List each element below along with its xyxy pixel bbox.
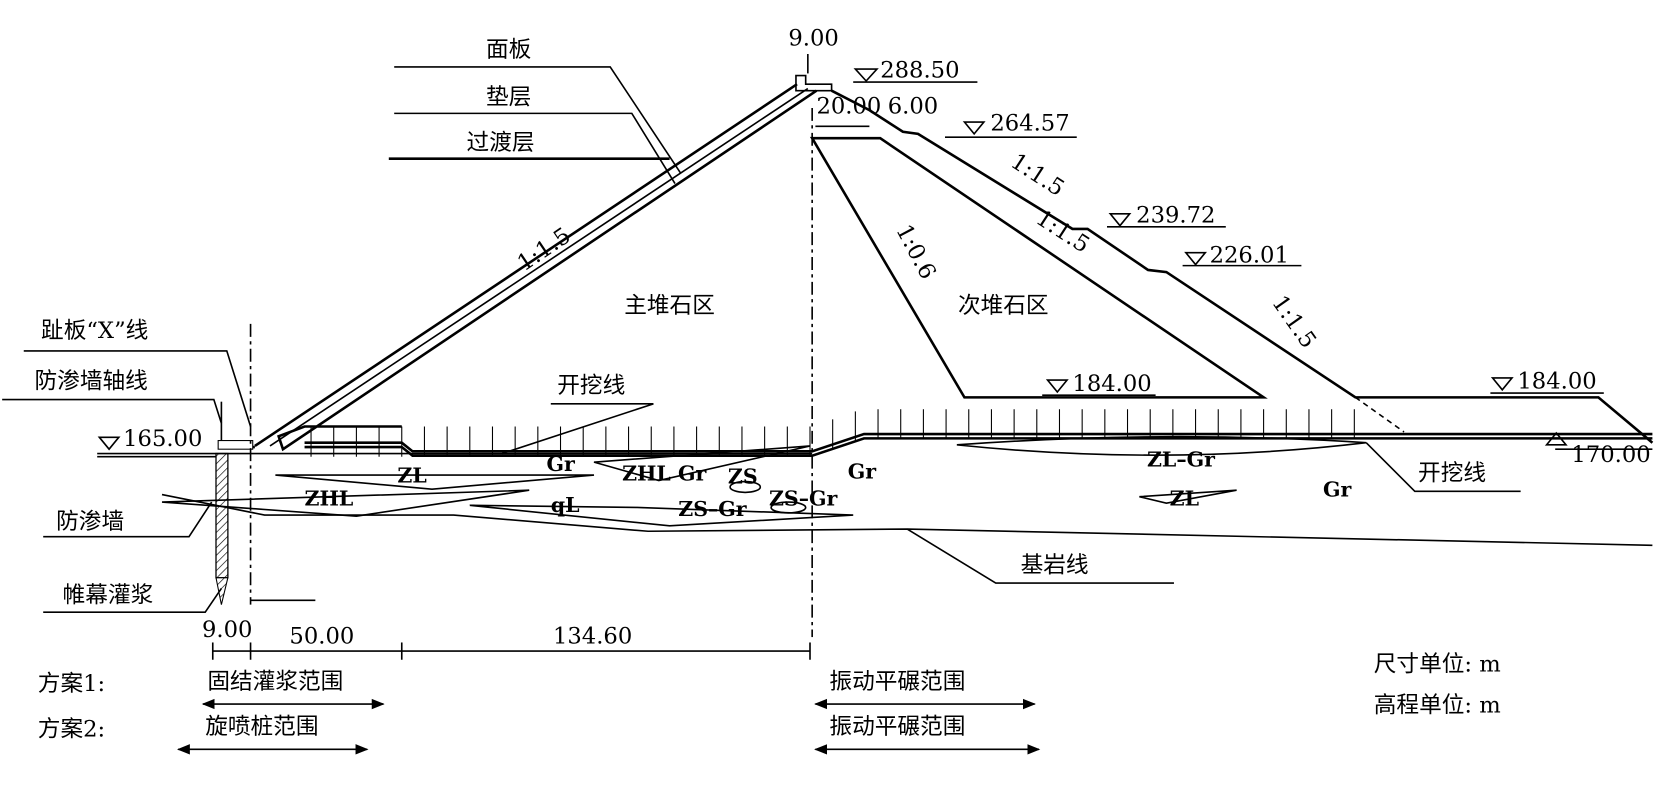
- soil-label: ZS–Gr: [678, 497, 748, 521]
- bedrock-label: 基岩线: [1021, 552, 1089, 578]
- crest-width: 9.00: [788, 25, 838, 51]
- scheme2-left: 旋喷桩范围: [205, 714, 318, 740]
- soil-label: qL: [551, 493, 580, 517]
- soil-label: ZS–Gr: [769, 486, 839, 510]
- cutoff-wall: [215, 452, 229, 579]
- berm-width-dim: 6.00: [888, 93, 938, 119]
- soil-label: Gr: [546, 452, 576, 476]
- elev-berm1: 264.57: [990, 111, 1069, 137]
- soil-label: ZL: [397, 464, 426, 488]
- range-arrows: [176, 698, 1041, 755]
- dim-134: 134.60: [553, 624, 632, 650]
- cushion-label: 垫层: [486, 85, 531, 111]
- dimension-line: [211, 642, 811, 660]
- slope-inner: 1:0.6: [890, 220, 940, 283]
- slope-down-2: 1:1.5: [1031, 205, 1094, 258]
- cutoff-wall-label: 防渗墙: [56, 509, 124, 535]
- soil-label: ZHL Gr: [622, 462, 707, 486]
- scheme1-right: 振动平碾范围: [829, 669, 965, 695]
- scheme1-left: 固结灌浆范围: [207, 669, 343, 695]
- soil-label: ZHL: [305, 486, 354, 510]
- elev-berm3: 226.01: [1210, 242, 1289, 268]
- dim-9: 9.00: [202, 617, 252, 643]
- face-slab-label: 面板: [486, 37, 531, 63]
- dim-50: 50.00: [289, 624, 354, 650]
- leader-lines: [2, 53, 1653, 614]
- elevation-markers: [97, 68, 1568, 451]
- soil-label: Gr: [1323, 478, 1353, 502]
- secondary-rockfill-zone: [809, 136, 1268, 399]
- bedrock-line: [161, 493, 1653, 547]
- elevation-unit-note: 高程单位: m: [1374, 693, 1501, 719]
- elev-secondary-base: 184.00: [1072, 371, 1151, 397]
- elev-upstream-base: 165.00: [123, 426, 202, 452]
- soil-label: Gr: [848, 459, 878, 483]
- toe-x-line-label: 趾板“X”线: [41, 318, 148, 344]
- grout-curtain: [215, 577, 229, 605]
- excavation-label-downstream: 开挖线: [1418, 461, 1486, 487]
- excavation-label-upstream: 开挖线: [557, 373, 625, 399]
- main-rockfill-label: 主堆石区: [624, 293, 715, 319]
- scheme2-label: 方案2:: [38, 716, 105, 742]
- toe-slab: [217, 440, 254, 450]
- elev-berm2: 239.72: [1136, 202, 1215, 228]
- downstream-face: [831, 89, 1654, 444]
- elev-crest: 288.50: [880, 58, 959, 84]
- scheme2-right: 振动平碾范围: [829, 714, 965, 740]
- scheme1-label: 方案1:: [38, 671, 105, 697]
- soil-label: ZS: [728, 465, 758, 489]
- slope-upstream: 1:1.5: [513, 223, 576, 277]
- cutoff-axis-label: 防渗墙轴线: [35, 369, 148, 395]
- elev-toe-platform: 184.00: [1517, 369, 1596, 395]
- soil-label: ZL: [1170, 486, 1199, 510]
- secondary-rockfill-label: 次堆石区: [958, 293, 1049, 319]
- excavation-line: [221, 409, 1653, 457]
- soil-label: ZL–Gr: [1147, 447, 1216, 471]
- upstream-face: [254, 74, 833, 452]
- transition-label: 过渡层: [467, 130, 535, 156]
- crest-down-dim: 20.00: [816, 93, 881, 119]
- elev-downstream-base: 170.00: [1571, 442, 1650, 468]
- dimension-unit-note: 尺寸单位: m: [1374, 652, 1501, 678]
- curtain-grout-label: 帷幕灌浆: [63, 583, 154, 609]
